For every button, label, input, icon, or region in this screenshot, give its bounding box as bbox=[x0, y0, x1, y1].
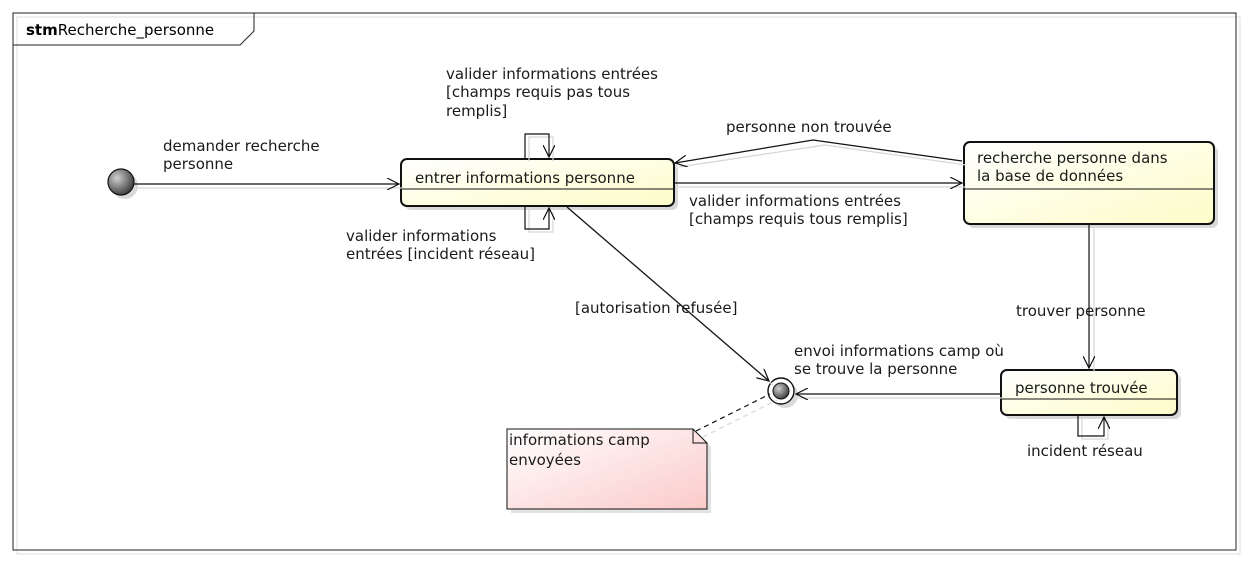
trouver-label: trouver personne bbox=[1016, 302, 1146, 320]
transition-self-incident-reseau[interactable]: valider informations entrées [incident r… bbox=[346, 207, 553, 263]
envoi-line-2: se trouve la personne bbox=[794, 360, 957, 378]
self-top-line-1: valider informations entrées bbox=[446, 65, 658, 83]
refusee-label: [autorisation refusée] bbox=[575, 299, 737, 317]
note-line-1: informations camp bbox=[509, 431, 650, 449]
transition-personne-non-trouvee[interactable]: personne non trouvée bbox=[675, 118, 967, 168]
incident-label: incident réseau bbox=[1027, 442, 1143, 460]
valider-ok-line-2: [champs requis tous remplis] bbox=[689, 210, 908, 228]
frame-title: stmRecherche_personne bbox=[26, 21, 214, 40]
diagram-frame: stmRecherche_personne bbox=[12, 12, 1241, 555]
valider-ok-line-1: valider informations entrées bbox=[689, 192, 901, 210]
envoi-line-1: envoi informations camp où bbox=[794, 342, 1004, 360]
non-trouvee-label: personne non trouvée bbox=[726, 118, 892, 136]
transition-self-champs-incomplets[interactable]: valider informations entrées [champs req… bbox=[446, 65, 663, 161]
transition-demander-recherche[interactable]: demander recherche personne bbox=[134, 137, 403, 188]
transition-demander-label: demander recherche personne bbox=[163, 137, 324, 173]
note-connector bbox=[695, 393, 778, 438]
frame-name: Recherche_personne bbox=[58, 21, 214, 40]
state-trouvee-label: personne trouvée bbox=[1015, 379, 1148, 397]
state-entrer-informations[interactable]: entrer informations personne bbox=[400, 158, 678, 210]
state-entrer-label: entrer informations personne bbox=[415, 169, 635, 187]
final-state-icon bbox=[767, 377, 798, 408]
self-top-label: valider informations entrées [champs req… bbox=[446, 65, 663, 120]
self-bottom-line-1: valider informations bbox=[346, 227, 497, 245]
state-recherche-line-2: la base de données bbox=[977, 167, 1123, 185]
valider-ok-label: valider informations entrées [champs req… bbox=[689, 192, 908, 228]
self-bottom-label: valider informations entrées [incident r… bbox=[346, 227, 535, 263]
demander-line-2: personne bbox=[163, 155, 233, 173]
transition-trouver-personne[interactable]: trouver personne bbox=[1016, 224, 1146, 372]
state-recherche-base[interactable]: recherche personne dans la base de donné… bbox=[963, 141, 1218, 228]
transition-self-incident-reseau-trouvee[interactable]: incident réseau bbox=[1027, 415, 1143, 460]
envoi-label: envoi informations camp où se trouve la … bbox=[794, 342, 1009, 378]
transition-autorisation-refusee[interactable]: [autorisation refusée] bbox=[566, 206, 774, 386]
state-recherche-line-1: recherche personne dans bbox=[977, 149, 1168, 167]
state-recherche-label: recherche personne dans la base de donné… bbox=[977, 149, 1172, 185]
self-top-line-2: [champs requis pas tous bbox=[446, 83, 630, 101]
transition-envoi-informations[interactable]: envoi informations camp où se trouve la … bbox=[794, 342, 1009, 398]
transition-valider-champs-remplis[interactable]: valider informations entrées [champs req… bbox=[674, 183, 966, 228]
initial-state-icon bbox=[107, 168, 138, 199]
state-personne-trouvee[interactable]: personne trouvée bbox=[1000, 369, 1181, 419]
self-top-line-3: remplis] bbox=[446, 102, 507, 120]
note-text: informations camp envoyées bbox=[509, 431, 655, 469]
self-bottom-line-2: entrées [incident réseau] bbox=[346, 245, 535, 263]
note-line-2: envoyées bbox=[509, 451, 581, 469]
demander-line-1: demander recherche bbox=[163, 137, 320, 155]
frame-keyword: stm bbox=[26, 21, 58, 39]
note-informations-envoyees: informations camp envoyées bbox=[506, 428, 711, 513]
